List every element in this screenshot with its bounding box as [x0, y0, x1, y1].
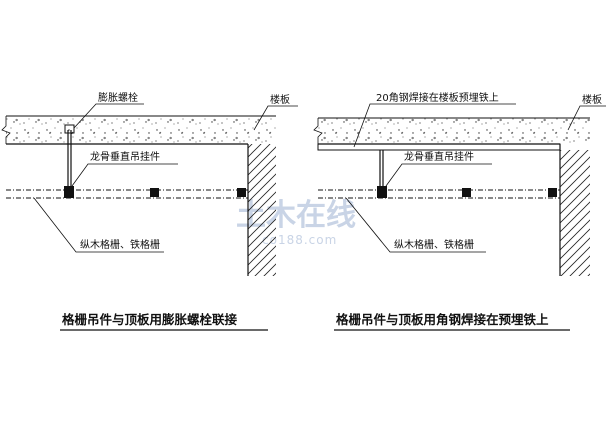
left-grille-leader [33, 197, 164, 253]
left-hanger-clip [64, 186, 74, 198]
left-caption: 格栅吊件与顶板用膨胀螺栓联接 [62, 312, 238, 327]
left-end-clip [237, 188, 246, 197]
left-break-line [1, 116, 11, 144]
left-detail: 膨胀螺栓 楼板 龙骨垂直吊挂件 纵木格栅、铁格栅 格栅吊件与顶板用膨胀螺栓联接 [1, 91, 298, 331]
right-detail: 20角钢焊接在楼板预埋铁上 楼板 龙骨垂直吊挂件 纵木格栅、铁格栅 格栅吊件与顶… [313, 91, 606, 331]
right-slab-leader [567, 105, 606, 131]
right-weld-label: 20角钢焊接在楼板预埋铁上 [376, 91, 499, 104]
right-wall [560, 150, 590, 276]
right-slab [318, 118, 590, 144]
left-hanger-label: 龙骨垂直吊挂件 [90, 150, 160, 163]
left-expansion-bolt [64, 124, 75, 134]
right-hanger-leader [385, 163, 492, 187]
right-slab-label: 楼板 [582, 93, 602, 106]
left-bolt-label: 膨胀螺栓 [98, 91, 138, 104]
left-slab [6, 116, 276, 144]
watermark-subtext: co188.com [262, 233, 337, 247]
left-grille-block [150, 188, 159, 197]
right-grille-block [462, 188, 471, 197]
right-grille-leader [345, 197, 486, 253]
left-grille-label: 纵木格栅、铁格栅 [80, 238, 160, 251]
left-wall [248, 144, 276, 276]
right-break-line [313, 118, 323, 150]
right-hanger-label: 龙骨垂直吊挂件 [404, 150, 474, 163]
left-bolt-leader [73, 103, 144, 129]
right-caption: 格栅吊件与顶板用角钢焊接在预埋铁上 [336, 312, 549, 327]
right-hanger-clip [377, 186, 387, 198]
left-hanger-leader [71, 163, 178, 187]
left-slab-label: 楼板 [270, 93, 290, 106]
right-end-clip [548, 188, 557, 197]
right-grille-label: 纵木格栅、铁格栅 [394, 238, 474, 251]
right-weld-leader [353, 103, 516, 148]
left-slab-leader [253, 105, 298, 131]
